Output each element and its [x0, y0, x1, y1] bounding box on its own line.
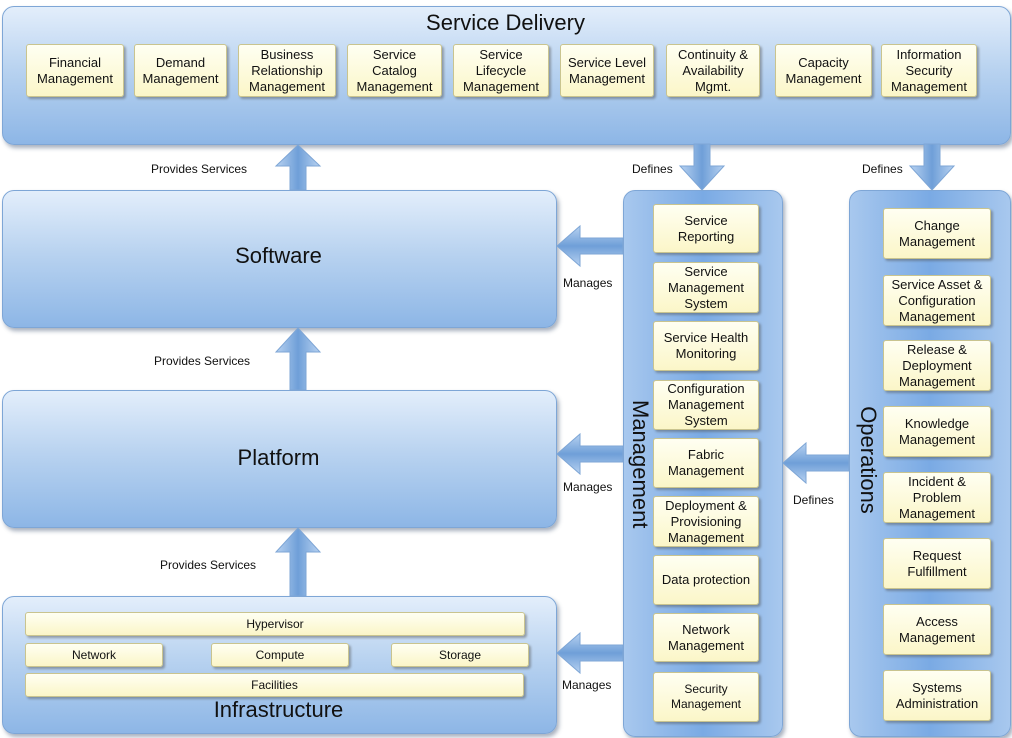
knowledge-management-box: Knowledge Management: [883, 406, 991, 457]
configuration-management-system-box: Configuration Management System: [653, 380, 759, 430]
incident-problem-management-box: Incident & Problem Management: [883, 472, 991, 523]
continuity-availability-box: Continuity & Availability Mgmt.: [666, 44, 760, 97]
defines-arrow-management: [678, 143, 726, 191]
systems-administration-box: Systems Administration: [883, 670, 991, 721]
hypervisor-box: Hypervisor: [25, 612, 525, 636]
access-management-box: Access Management: [883, 604, 991, 655]
data-protection-box: Data protection: [653, 555, 759, 605]
software-title: Software: [235, 243, 322, 268]
facilities-box: Facilities: [25, 673, 524, 697]
manages-label-platform: Manages: [563, 480, 613, 494]
defines-arrow-operations-to-management: [782, 441, 850, 485]
request-fulfillment-box: Request Fulfillment: [883, 538, 991, 589]
manages-arrow-platform: [556, 432, 624, 476]
defines-label-middle: Defines: [793, 493, 834, 507]
provides-services-arrow-bottom: [274, 527, 322, 597]
defines-arrow-operations: [908, 143, 956, 191]
service-health-monitoring-box: Service Health Monitoring: [653, 321, 759, 371]
storage-box: Storage: [391, 643, 529, 667]
service-management-system-box: Service Management System: [653, 262, 759, 313]
information-security-management-box: Information Security Management: [881, 44, 977, 97]
change-management-box: Change Management: [883, 208, 991, 259]
infrastructure-title: Infrastructure: [213, 697, 344, 722]
provides-services-label-bottom: Provides Services: [160, 558, 257, 572]
service-reporting-box: Service Reporting: [653, 204, 759, 253]
service-asset-configuration-management-box: Service Asset & Configuration Management: [883, 275, 991, 326]
platform-title: Platform: [237, 445, 320, 470]
platform-panel: [2, 390, 557, 528]
manages-arrow-software: [556, 224, 624, 268]
defines-label-management: Defines: [632, 162, 673, 176]
service-lifecycle-management-box: Service Lifecycle Management: [453, 44, 549, 97]
network-management-box: Network Management: [653, 613, 759, 662]
manages-label-software: Manages: [563, 276, 613, 290]
fabric-management-box: Fabric Management: [653, 438, 759, 488]
release-deployment-management-box: Release & Deployment Management: [883, 340, 991, 391]
business-relationship-management-box: Business Relationship Management: [238, 44, 336, 97]
service-level-management-box: Service Level Management: [560, 44, 654, 97]
service-catalog-management-box: Service Catalog Management: [347, 44, 442, 97]
provides-services-arrow-middle: [274, 327, 322, 391]
provides-services-arrow-top: [274, 144, 322, 191]
service-delivery-title: Service Delivery: [426, 10, 585, 35]
compute-box: Compute: [211, 643, 349, 667]
software-panel: [2, 190, 557, 328]
provides-services-label-top: Provides Services: [151, 162, 248, 176]
defines-label-operations: Defines: [862, 162, 903, 176]
financial-management-box: Financial Management: [26, 44, 124, 97]
demand-management-box: Demand Management: [134, 44, 227, 97]
manages-label-infrastructure: Manages: [562, 678, 612, 692]
capacity-management-box: Capacity Management: [775, 44, 872, 97]
security-management-box: Security Management: [653, 672, 759, 722]
manages-arrow-infrastructure: [556, 631, 624, 675]
network-box: Network: [25, 643, 163, 667]
provides-services-label-middle: Provides Services: [154, 354, 251, 368]
deployment-provisioning-management-box: Deployment & Provisioning Management: [653, 496, 759, 547]
